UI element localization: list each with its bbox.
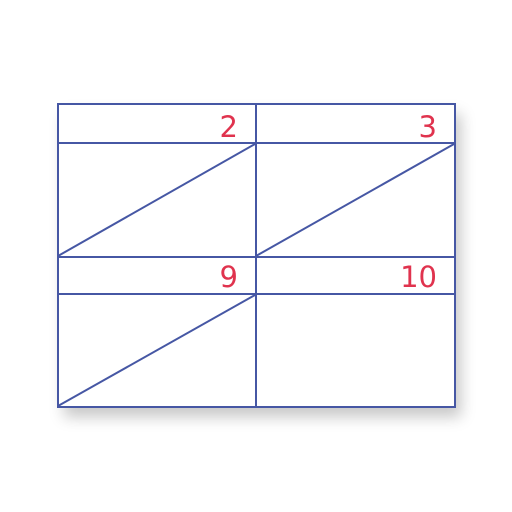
diagonal-cell-2 — [57, 143, 256, 257]
day-number-9: 9 — [220, 260, 238, 294]
day-number-2: 2 — [220, 110, 238, 144]
day-number-10: 10 — [400, 260, 437, 294]
diagonal-cell-3 — [255, 143, 455, 257]
diagonal-cell-9 — [57, 294, 256, 407]
day-number-3: 3 — [419, 110, 437, 144]
